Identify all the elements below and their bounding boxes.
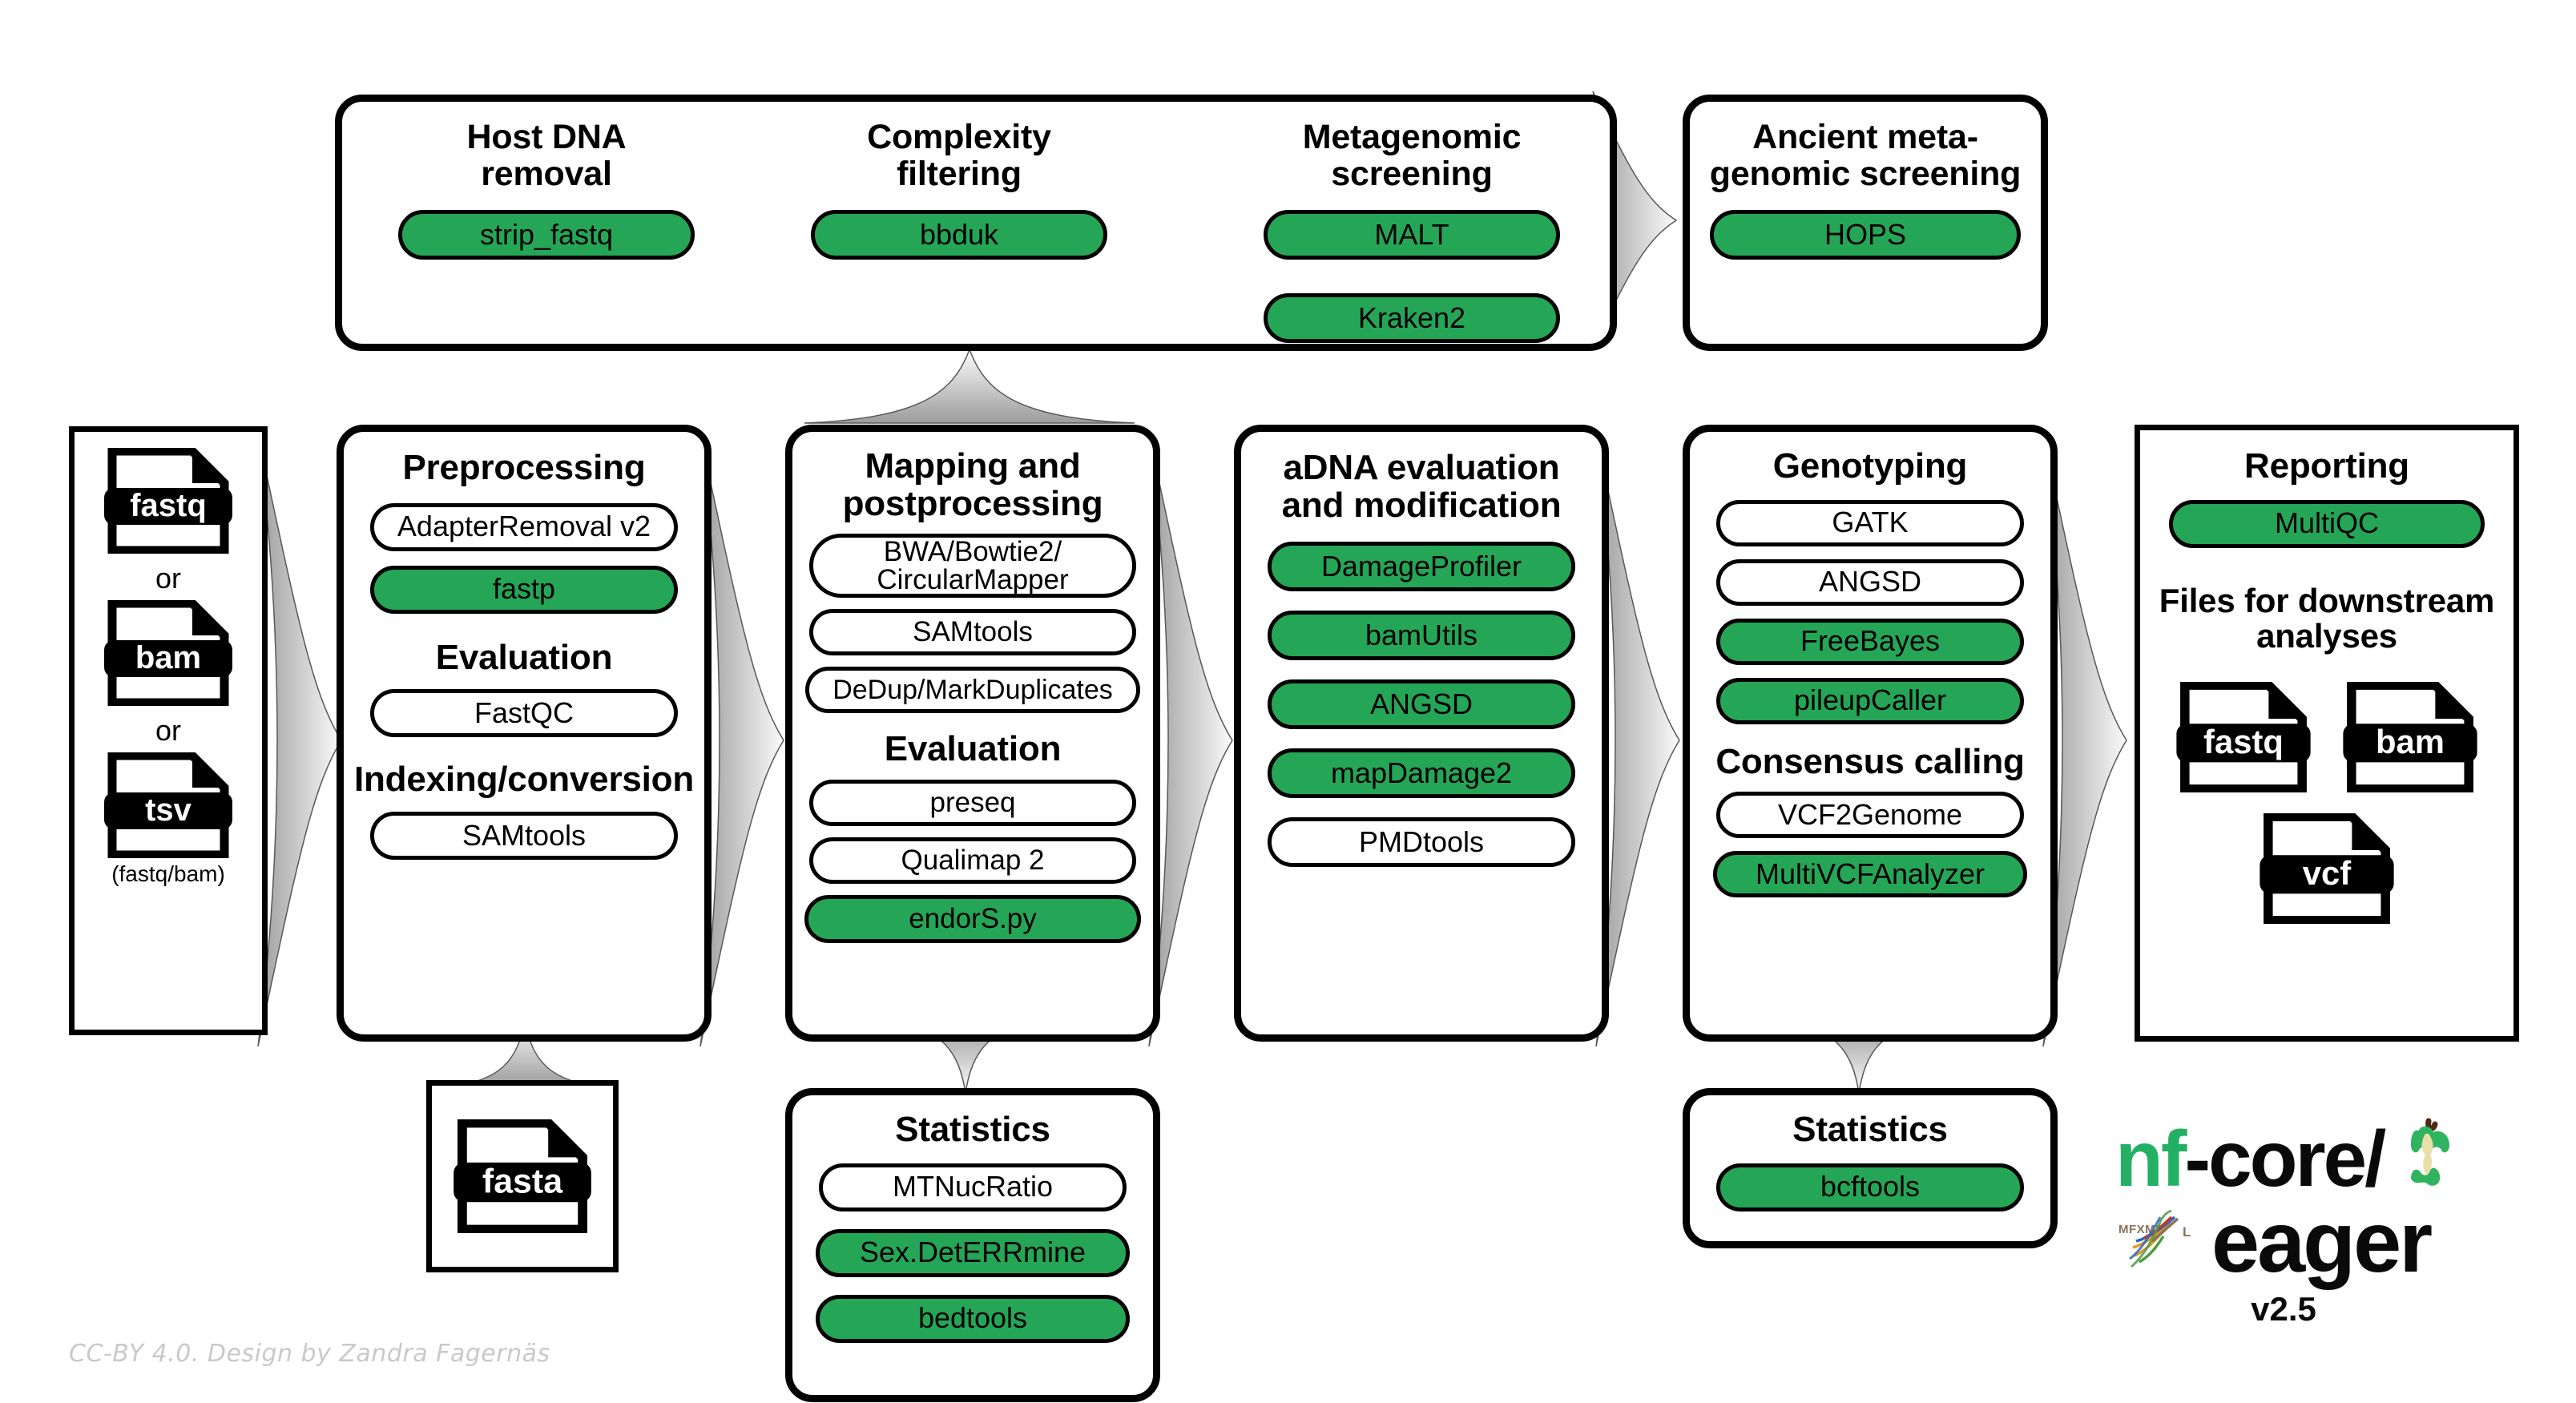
screening-column-host-dna: Host DNA removal strip_fastq <box>374 119 719 260</box>
arrow-genotyping-to-reporting <box>2042 429 2130 1051</box>
svg-text:L: L <box>2183 1224 2191 1240</box>
file-icon-fastq-output: fastq <box>2175 681 2312 792</box>
mapping-title: Mapping and postprocessing <box>842 446 1103 523</box>
adna-title: aDNA evaluation and modification <box>1281 448 1562 525</box>
nf-core-eager-logo: nf-core/ MFXMR L <box>2115 1118 2532 1328</box>
input-files-caption: (fastq/bam) <box>111 861 225 886</box>
file-icon-bam: bam <box>103 600 234 706</box>
logo-version: v2.5 <box>2251 1290 2316 1328</box>
svg-text:bam: bam <box>135 640 201 675</box>
mapping-group-heading-evaluation: Evaluation <box>884 729 1062 769</box>
ancient-screening-panel: Ancient meta- genomic screening HOPS <box>1683 95 2048 351</box>
tool-pill-malt[interactable]: MALT <box>1264 210 1560 260</box>
tool-pill-bbduk[interactable]: bbduk <box>811 210 1107 260</box>
tool-pill-bcftools[interactable]: bcftools <box>1716 1163 2024 1211</box>
svg-text:fastq: fastq <box>2203 723 2284 760</box>
arrow-input-to-preprocessing <box>256 429 345 1051</box>
tool-pill-multiqc[interactable]: MultiQC <box>2169 499 2485 548</box>
file-icon-tsv: tsv <box>103 752 234 858</box>
arrow-mapping-to-screening <box>801 345 1138 425</box>
svg-text:vcf: vcf <box>2303 854 2351 892</box>
svg-text:tsv: tsv <box>145 792 192 828</box>
arrow-preprocessing-to-mapping <box>699 429 787 1051</box>
tool-pill-fastp[interactable]: fastp <box>370 565 678 614</box>
dna-helix-icon: MFXMR L <box>2115 1199 2208 1285</box>
logo-nf-text: nf <box>2115 1114 2187 1203</box>
tool-pill-damageprofiler[interactable]: DamageProfiler <box>1268 542 1575 592</box>
fasta-reference-panel: fasta <box>426 1080 619 1272</box>
logo-row-eager: MFXMR L eager <box>2115 1199 2532 1285</box>
tool-pill-angsd-genotyping[interactable]: ANGSD <box>1716 558 2024 606</box>
tool-pill-angsd-adna[interactable]: ANGSD <box>1268 679 1575 730</box>
logo-row-nf-core: nf-core/ <box>2115 1118 2532 1199</box>
genotyping-group-heading-consensus: Consensus calling <box>1715 741 2025 781</box>
statistics-right-panel: Statistics bcftools <box>1683 1088 2058 1248</box>
tool-pill-gatk[interactable]: GATK <box>1716 499 2024 546</box>
tool-pill-fastqc[interactable]: FastQC <box>370 689 678 738</box>
preprocessing-panel: Preprocessing AdapterRemoval v2 fastp Ev… <box>337 425 712 1042</box>
svg-text:fasta: fasta <box>482 1162 563 1200</box>
tool-pill-samtools-preprocessing[interactable]: SAMtools <box>370 811 678 860</box>
input-or-label-2: or <box>155 714 181 747</box>
tool-pill-kraken2[interactable]: Kraken2 <box>1264 293 1560 344</box>
file-icon-fastq: fastq <box>103 448 234 554</box>
tool-pill-pmdtools[interactable]: PMDtools <box>1268 817 1575 868</box>
svg-text:fastq: fastq <box>130 488 207 523</box>
tool-pill-preseq[interactable]: preseq <box>809 779 1136 826</box>
ancient-screening-title: Ancient meta- genomic screening <box>1709 118 2022 193</box>
tool-pill-pileupcaller[interactable]: pileupCaller <box>1716 677 2024 724</box>
logo-eager-text: eager <box>2211 1193 2433 1290</box>
input-or-label-1: or <box>155 562 181 595</box>
tool-pill-multivcfanalyzer[interactable]: MultiVCFAnalyzer <box>1713 851 2027 898</box>
tool-pill-bamutils[interactable]: bamUtils <box>1268 611 1575 661</box>
screening-column-complexity: Complexity filtering bbduk <box>787 119 1131 260</box>
screening-column-title: Complexity filtering <box>867 118 1051 193</box>
credit-text: CC-BY 4.0. Design by Zandra Fagernäs <box>69 1340 550 1368</box>
tool-pill-hops[interactable]: HOPS <box>1710 210 2021 260</box>
reporting-panel: Reporting MultiQC Files for downstream a… <box>2135 425 2519 1042</box>
tool-pill-sex-deterrmine[interactable]: Sex.DetERRmine <box>816 1228 1130 1277</box>
tool-pill-vcf2genome[interactable]: VCF2Genome <box>1716 792 2024 839</box>
tool-pill-qualimap-2[interactable]: Qualimap 2 <box>809 837 1136 884</box>
screening-panel: Host DNA removal strip_fastq Complexity … <box>335 95 1617 351</box>
file-icon-vcf-output: vcf <box>2258 812 2396 924</box>
statistics-left-title: Statistics <box>895 1110 1050 1149</box>
tool-pill-bedtools[interactable]: bedtools <box>816 1294 1130 1343</box>
tool-pill-dedup-markduplicates[interactable]: DeDup/MarkDuplicates <box>805 667 1140 714</box>
apple-core-icon <box>2393 1118 2453 1199</box>
reporting-title: Reporting <box>2244 446 2409 486</box>
reporting-downstream-heading: Files for downstream analyses <box>2159 581 2495 655</box>
adna-panel: aDNA evaluation and modification DamageP… <box>1234 425 1609 1042</box>
screening-column-metagenomic: Metagenomic screening MALT Kraken2 <box>1240 118 1584 344</box>
logo-core-text: -core/ <box>2184 1114 2387 1203</box>
arrow-mapping-to-adna <box>1147 429 1236 1051</box>
mapping-panel: Mapping and postprocessing BWA/Bowtie2/ … <box>785 425 1160 1042</box>
screening-column-title: Metagenomic screening <box>1302 118 1522 193</box>
tool-pill-samtools-mapping[interactable]: SAMtools <box>809 609 1136 656</box>
file-icon-fasta: fasta <box>452 1119 593 1233</box>
tool-pill-strip-fastq[interactable]: strip_fastq <box>398 210 695 260</box>
genotyping-panel: Genotyping GATK ANGSD FreeBayes pileupCa… <box>1683 425 2058 1042</box>
arrow-adna-to-genotyping <box>1594 429 1683 1051</box>
genotyping-title: Genotyping <box>1772 446 1968 486</box>
preprocessing-group-heading-evaluation: Evaluation <box>435 637 613 677</box>
tool-pill-mapdamage2[interactable]: mapDamage2 <box>1268 748 1575 799</box>
tool-pill-bwa-bowtie2-circularmapper[interactable]: BWA/Bowtie2/ CircularMapper <box>809 534 1136 599</box>
preprocessing-title: Preprocessing <box>402 448 646 487</box>
svg-text:bam: bam <box>2376 723 2445 760</box>
input-files-panel: fastq or bam or tsv <box>69 426 268 1035</box>
statistics-left-panel: Statistics MTNucRatio Sex.DetERRmine bed… <box>785 1088 1160 1402</box>
statistics-right-title: Statistics <box>1792 1110 1948 1149</box>
tool-pill-adapterremoval-v2[interactable]: AdapterRemoval v2 <box>370 502 678 551</box>
tool-pill-mtnucratio[interactable]: MTNucRatio <box>819 1163 1127 1211</box>
screening-column-title: Host DNA removal <box>466 118 627 193</box>
preprocessing-group-heading-indexing: Indexing/conversion <box>353 760 695 800</box>
tool-pill-freebayes[interactable]: FreeBayes <box>1716 618 2024 665</box>
tool-pill-endors-py[interactable]: endorS.py <box>804 894 1141 943</box>
file-icon-bam-output: bam <box>2341 681 2479 792</box>
